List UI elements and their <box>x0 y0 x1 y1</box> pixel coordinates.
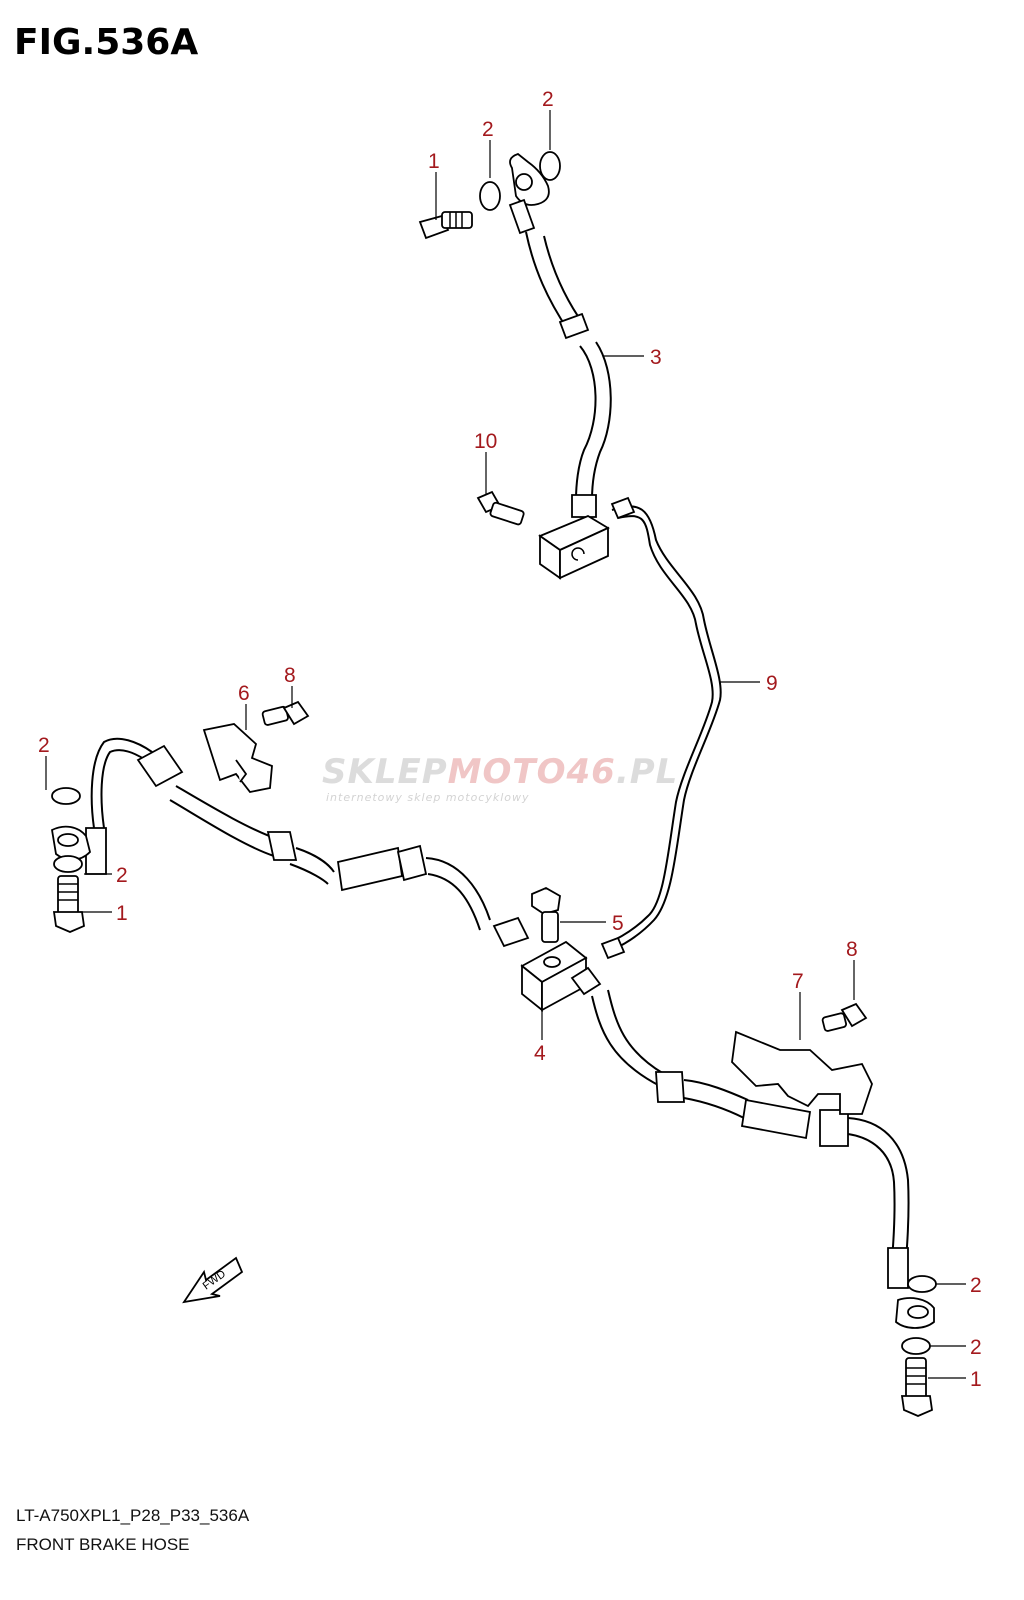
leader-lines <box>45 110 966 1379</box>
bolt-8-right <box>821 1002 868 1032</box>
callout-9: 9 <box>766 672 778 695</box>
banjo-bolt-right <box>900 1357 933 1417</box>
callout-5: 5 <box>612 912 624 935</box>
callout-6: 6 <box>238 682 250 705</box>
bracket-7 <box>731 1030 873 1115</box>
callout-2: 2 <box>38 734 50 757</box>
callout-3: 3 <box>650 346 662 369</box>
fwd-arrow-icon: FWD <box>182 1256 244 1304</box>
banjo-bolt-top <box>418 211 473 240</box>
callout-8: 8 <box>846 938 858 961</box>
bracket-6 <box>202 723 273 793</box>
upper-brake-hose <box>508 152 612 518</box>
callout-1: 1 <box>116 902 128 925</box>
callout-2: 2 <box>542 88 554 111</box>
figure-name: FRONT BRAKE HOSE <box>16 1535 190 1554</box>
watermark-brand-3: .PL <box>615 752 679 792</box>
washer-left-2 <box>53 855 83 873</box>
callout-2: 2 <box>116 864 128 887</box>
callouts: 1 2 2 3 10 9 6 8 2 2 1 5 4 8 7 2 2 1 <box>38 88 982 1391</box>
washer-top-1 <box>479 181 501 211</box>
junction-block-upper <box>538 514 610 580</box>
callout-4: 4 <box>534 1042 546 1065</box>
bolt-8-left <box>261 700 310 726</box>
callout-2: 2 <box>482 118 494 141</box>
lower-brake-hose-right <box>570 966 935 1329</box>
figure-title: FIG.536A <box>14 22 199 63</box>
callout-2: 2 <box>970 1274 982 1297</box>
figure-code: LT-A750XPL1_P28_P33_536A <box>16 1506 250 1525</box>
banjo-bolt-left <box>52 875 85 933</box>
washer-left-1 <box>51 787 81 805</box>
callout-2: 2 <box>970 1336 982 1359</box>
washer-right-1 <box>907 1275 937 1293</box>
callout-10: 10 <box>474 430 497 453</box>
washer-top-2 <box>539 151 561 181</box>
washer-right-2 <box>901 1337 931 1355</box>
watermark-brand-2: MOTO46 <box>447 752 616 792</box>
watermark-brand-1: SKLEP <box>322 752 448 792</box>
watermark-logo: SKLEPMOTO46.PL <box>322 752 678 792</box>
callout-1: 1 <box>970 1368 982 1391</box>
junction-block-4 <box>520 940 588 1012</box>
callout-1: 1 <box>428 150 440 173</box>
bolt-10 <box>476 490 525 526</box>
callout-8: 8 <box>284 664 296 687</box>
brake-pipe-9 <box>600 496 722 960</box>
watermark-tagline: internetowy sklep motocyklowy <box>326 791 530 804</box>
callout-7: 7 <box>792 970 804 993</box>
bolt-5 <box>531 886 561 943</box>
lower-brake-hose-left <box>51 737 530 948</box>
